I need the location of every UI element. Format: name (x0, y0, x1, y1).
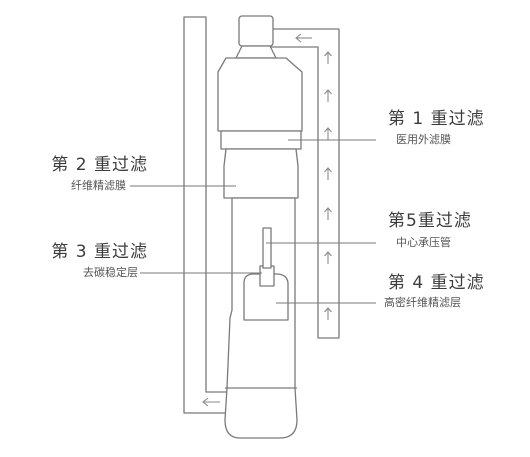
top-connector (238, 15, 274, 47)
center-pressure-tube (262, 227, 272, 269)
stage1-subtitle: 医用外滤膜 (396, 133, 451, 146)
stage3-subtitle: 去碳稳定层 (83, 266, 138, 279)
stage5-title: 第5重过滤 (388, 211, 472, 231)
stage3-title: 第 3 重过滤 (51, 242, 148, 262)
stage4-subtitle: 高密纤维精滤层 (384, 296, 461, 309)
flow-arrow-up-icon (324, 89, 332, 102)
flow-arrow-up-icon (324, 207, 332, 220)
stage2-subtitle: 纤维精滤膜 (71, 179, 126, 192)
flow-arrow-up-icon (324, 307, 332, 320)
carbon-stabilizer (259, 265, 275, 287)
filter-cap (217, 57, 303, 132)
stage4-title: 第 4 重过滤 (388, 273, 485, 293)
stage2-title: 第 2 重过滤 (51, 155, 148, 175)
dense-fiber-layer (243, 273, 289, 321)
filter-housing (224, 197, 298, 439)
flow-arrow-left-icon (202, 397, 220, 407)
flow-arrow-up-icon (324, 51, 332, 64)
flow-arrow-up-icon (324, 127, 332, 140)
stage1-title: 第 1 重过滤 (388, 109, 485, 129)
flow-arrow-up-icon (324, 167, 332, 180)
flow-arrow-left-icon (295, 33, 312, 43)
connector-neck (235, 45, 277, 59)
stage5-subtitle: 中心承压管 (396, 236, 451, 249)
fiber-membrane-section (223, 148, 299, 199)
flow-arrow-up-icon (324, 251, 332, 264)
